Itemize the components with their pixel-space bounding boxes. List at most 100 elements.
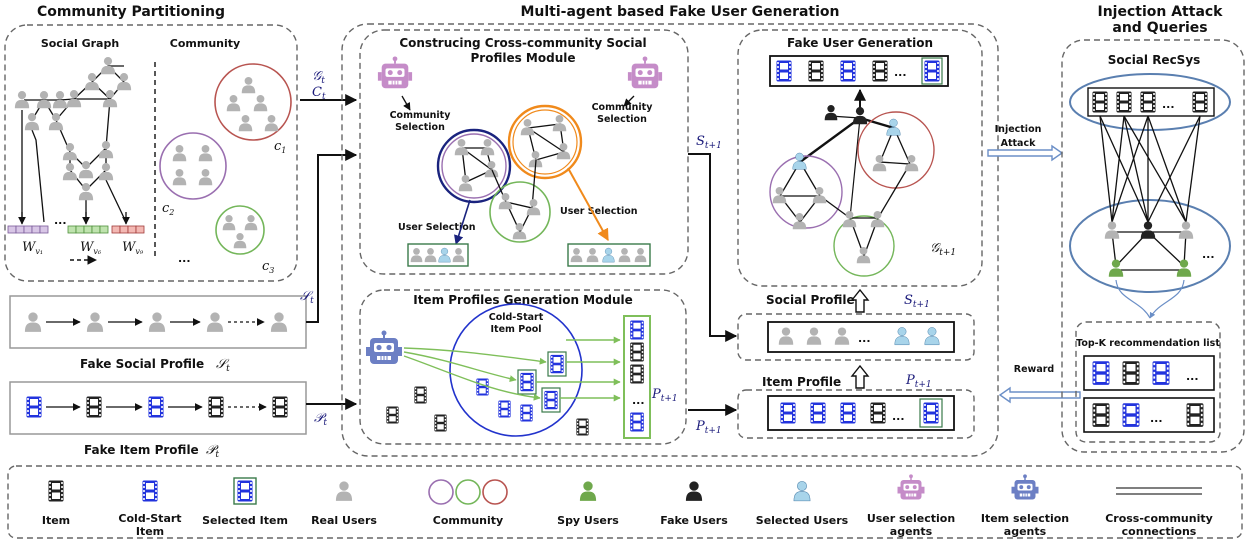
c-t-label: Ct (312, 85, 326, 102)
reward-arrow (998, 386, 1081, 404)
community-title: Community (170, 37, 240, 50)
item-profile-up-arrow (850, 364, 870, 389)
cold-start-pool-2: Item Pool (491, 324, 542, 335)
s-t1-up: St+1 (904, 293, 930, 310)
community-selection-left-1: Community (390, 110, 452, 121)
legend-cross-1: Cross-community (1105, 512, 1213, 525)
c1-label: c1 (274, 139, 286, 155)
social-profile-outer (737, 313, 975, 361)
cold-start-pool-circle (449, 303, 583, 437)
multi-agent-panel (341, 23, 999, 457)
multi-agent-title: Multi-agent based Fake User Generation (520, 4, 839, 20)
fake-user-graph (769, 105, 935, 277)
social-graph-users (14, 57, 132, 201)
community-c1: c1 (214, 63, 292, 155)
embedding-vectors: ... Wv₁ Wv₆ Wv₉ (7, 212, 145, 265)
legend-fake-users: Fake Users (660, 514, 728, 527)
selected-users-left (407, 243, 469, 267)
cross-community-module (359, 29, 689, 275)
social-graph-edges (21, 65, 127, 223)
p-t-label: 𝒫t (314, 411, 327, 428)
user-selection-right: User Selection (560, 206, 638, 217)
svg-text:...: ... (892, 410, 905, 423)
user-icon (579, 481, 597, 501)
user-icon (335, 481, 353, 501)
social-profile-box (767, 321, 955, 353)
svg-text:...: ... (1150, 412, 1163, 425)
svg-text:...: ... (858, 332, 871, 345)
p-t1-label: Pt+1 (695, 419, 722, 436)
legend-panel (7, 465, 1243, 539)
robot-icon (1010, 474, 1040, 501)
g-t-label: 𝒢t (312, 69, 325, 86)
user-icon (793, 480, 811, 502)
p-t-caption: 𝒫t (206, 443, 219, 460)
cross-community-title-2: Profiles Module (471, 51, 576, 65)
film-icon (272, 396, 288, 418)
legend-community: Community (433, 514, 503, 527)
recsys-links (1099, 115, 1201, 271)
item-profile-outer (737, 389, 975, 439)
selected-users-right (567, 243, 651, 267)
community-selection-left-2: Selection (395, 122, 445, 133)
topk-panel (1075, 321, 1221, 443)
film-icon (148, 396, 164, 418)
w-vector-9 (111, 225, 145, 234)
community-partitioning-panel (4, 24, 298, 282)
c2-label: c2 (162, 201, 174, 217)
item-profile-box (767, 395, 955, 431)
legend-item: Item (42, 514, 70, 527)
user-icon (24, 113, 40, 131)
community-c3: c3 ... (178, 205, 274, 275)
topk-title: Top-K recommendation list (1076, 338, 1220, 349)
social-recsys-title: Social RecSys (1108, 53, 1201, 67)
c3-label: c3 (262, 259, 274, 275)
svg-text:...: ... (894, 66, 907, 79)
community-partitioning-title: Community Partitioning (37, 4, 225, 20)
fake-social-profile-label: Fake Social Profile (80, 357, 204, 371)
social-graph-title: Social Graph (41, 37, 119, 50)
cold-start-pool-1: Cold-Start (489, 312, 544, 323)
g-t1-label: 𝒢t+1 (930, 241, 956, 258)
reward-label: Reward (1014, 364, 1054, 375)
w-vector-1 (7, 225, 49, 234)
st-arrow (306, 149, 358, 323)
legend-cold-1: Cold-Start (118, 512, 181, 525)
film-icon (142, 480, 158, 502)
film-icon (237, 480, 253, 502)
s-t-label: 𝒮t (300, 289, 314, 306)
film-icon (208, 396, 224, 418)
legend: Item Cold-Start Item Selected Item Real … (42, 474, 1213, 538)
p-t1-up: Pt+1 (905, 373, 932, 390)
svg-text:...: ... (632, 394, 645, 407)
module-community-green (489, 159, 551, 243)
generated-items (769, 55, 949, 87)
selection-paths (403, 336, 621, 402)
svg-text:...: ... (1186, 370, 1199, 383)
injection-arrow (987, 144, 1064, 162)
legend-user-agents-2: agents (890, 525, 933, 538)
vector-dots: ... (54, 214, 67, 227)
social-profile-up-arrow (850, 288, 870, 313)
legend-spy-users: Spy Users (557, 514, 619, 527)
injection-label-1: Injection (995, 124, 1042, 135)
users-ellipse (1069, 199, 1231, 293)
s-t1-label: St+1 (696, 134, 722, 151)
legend-item-agents-1: Item selection (981, 512, 1069, 525)
fake-user-generation-title: Fake User Generation (787, 36, 933, 50)
w-v6-label: Wv₆ (80, 240, 102, 256)
injection-panel (1061, 39, 1245, 453)
community-c2: c2 (159, 132, 227, 217)
legend-real-users: Real Users (311, 514, 377, 527)
robot-icon (896, 474, 926, 501)
injection-title-2: and Queries (1112, 20, 1207, 36)
robot-icon (376, 56, 414, 90)
user-icon (98, 163, 114, 181)
robot-icon (626, 56, 664, 90)
svg-text:...: ... (1162, 98, 1175, 111)
social-profile-label: Social Profile (766, 293, 855, 307)
svg-text:...: ... (1202, 248, 1215, 261)
user-selection-left: User Selection (398, 222, 476, 233)
community-selection-right-2: Selection (597, 114, 647, 125)
w-v9-label: Wv₉ (122, 240, 144, 256)
